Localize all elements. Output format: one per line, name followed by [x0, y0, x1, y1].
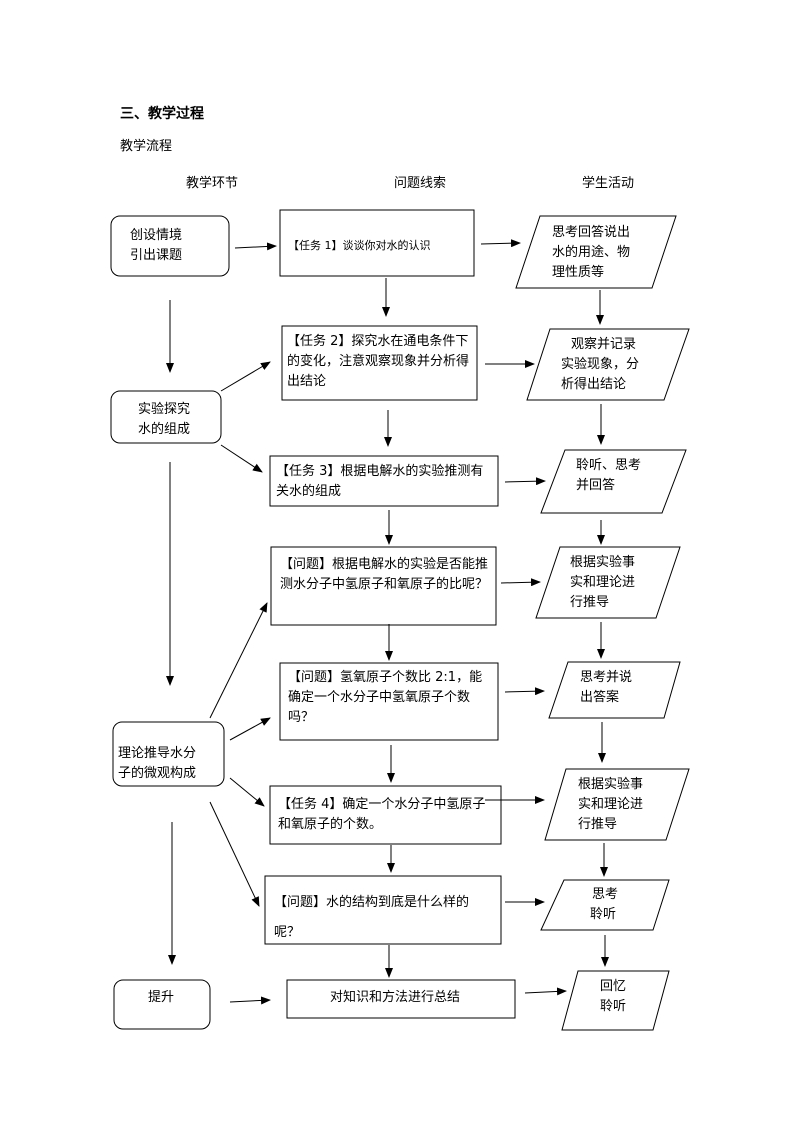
stage-box-1	[110, 215, 230, 277]
clue-text-5: 【问题】氢氧原子个数比 2:1，能确定一个水分子中氢氧原子个数吗？	[288, 670, 483, 725]
clue-text-1: 【任务 1】谈谈你对水的认识	[288, 239, 431, 252]
stage-box-4	[113, 979, 211, 1030]
activity-text-4: 根据实验事实和理论进行推导	[570, 555, 636, 610]
arrow-s3-c6	[229, 777, 265, 807]
stage-box-2	[110, 390, 222, 444]
activity-box-3	[540, 449, 687, 514]
activity-text-2: 观察并记录实验现象，分析得出结论	[561, 337, 640, 392]
arrow-s4-c8	[229, 996, 271, 1005]
clue-box-6	[269, 785, 502, 845]
arrow-s1-c1	[234, 242, 277, 251]
activity-text-6: 根据实验事实和理论进行推导	[578, 777, 644, 832]
activity-box-4	[535, 546, 681, 619]
activity-box-8	[561, 970, 670, 1031]
activity-text-7: 思考聆听	[590, 887, 619, 922]
clue-text-6: 【任务 4】确定一个水分子中氢原子和氧原子的个数。	[278, 797, 486, 832]
activity-text-1: 思考回答说出水的用途、物理性质等	[552, 225, 631, 280]
column-header-stage: 教学环节	[186, 176, 239, 191]
activity-text-3: 聆听、思考并回答	[576, 458, 642, 493]
section-subtitle: 教学流程	[120, 139, 173, 154]
stage-label-1: 创设情境引出课题	[130, 228, 183, 263]
clue-box-7	[264, 875, 502, 945]
activity-box-6	[544, 768, 690, 841]
arrow-s3-c5	[229, 717, 271, 741]
clue-box-1	[279, 209, 475, 277]
arrow-c1-a1	[480, 239, 521, 248]
stage-label-2: 实验探究水的组成	[138, 402, 191, 437]
arrow-c5-a5	[504, 687, 545, 696]
arrow-s2-c3	[220, 444, 263, 473]
activity-text-8: 回忆聆听	[600, 979, 627, 1014]
arrow-c4-a4	[500, 578, 541, 587]
clue-text-7: 【问题】水的结构到底是什么样的呢？	[274, 895, 470, 940]
clue-text-4: 【问题】根据电解水的实验是否能推测水分子中氢原子和氧原子的比呢？	[280, 557, 489, 592]
stage-box-3	[112, 721, 225, 787]
activity-box-5	[548, 661, 681, 719]
activity-text-5: 思考并说出答案	[580, 670, 633, 705]
column-header-clue: 问题线索	[394, 176, 447, 191]
clue-box-3	[269, 455, 499, 507]
activity-box-1	[515, 215, 677, 289]
clue-box-2	[281, 325, 478, 401]
clue-text-2: 【任务 2】探究水在通电条件下的变化，注意观察现象并分析得出结论	[287, 334, 470, 389]
arrow-s2-c2	[220, 361, 271, 392]
column-header-activity: 学生活动	[582, 176, 635, 191]
section-title: 三、教学过程	[120, 106, 204, 122]
stage-label-4: 提升	[148, 990, 175, 1005]
arrow-c8-a8	[524, 987, 567, 996]
activity-box-2	[526, 328, 690, 401]
stage-label-3: 理论推导水分子的微观构成	[118, 746, 197, 781]
arrow-s3-c7	[209, 801, 260, 907]
activity-box-7	[540, 879, 670, 931]
clue-box-5	[279, 662, 499, 741]
arrow-s3-c4	[209, 602, 268, 719]
clue-box-4	[270, 546, 497, 626]
clue-box-8	[286, 979, 516, 1019]
clue-text-3: 【任务 3】根据电解水的实验推测有关水的组成	[276, 464, 484, 499]
arrow-c3-a3	[504, 477, 546, 486]
clue-text-8: 对知识和方法进行总结	[330, 990, 461, 1005]
